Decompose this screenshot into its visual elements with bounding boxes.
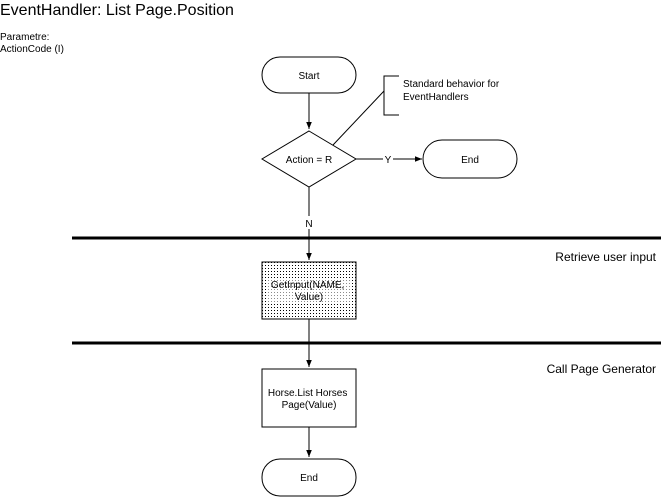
getinput-line-1: GetInput(NAME, [271,280,344,291]
yes-label-bg [383,152,393,165]
getinput-label: GetInput(NAME, Value) [271,280,347,303]
annotation-line-1: Standard behavior for [403,79,500,90]
yes-label: Y [385,155,392,166]
annotation-bracket [383,75,399,116]
decision-label: Action = R [286,155,332,166]
getinput-line-2: Value) [295,292,323,303]
end-label-right: End [461,155,479,166]
no-label: N [305,219,312,230]
end-label-bottom: End [300,473,318,484]
horse-line-2: Page(Value) [282,400,337,411]
horse-process [261,368,357,428]
getinput-text-bg [268,278,350,304]
section-label-call: Call Page Generator [547,362,656,376]
end-terminator-bottom [261,458,357,497]
start-label: Start [298,71,319,82]
annotation-connector [332,90,385,146]
annotation-line-2: EventHandlers [403,92,469,103]
parameters-block: Parametre: ActionCode (I) [0,32,64,56]
parameter-item: ActionCode (I) [0,44,64,55]
horse-line-1: Horse.List Horses [268,388,347,399]
horse-label: Horse.List Horses Page(Value) [268,388,350,411]
section-label-retrieve: Retrieve user input [555,250,656,264]
end-terminator-right [422,139,518,179]
annotation-text: Standard behavior for EventHandlers [403,79,502,103]
no-label-bg [303,216,315,229]
parameters-heading: Parametre: [0,32,50,43]
page-title: EventHandler: List Page.Position [0,2,234,19]
